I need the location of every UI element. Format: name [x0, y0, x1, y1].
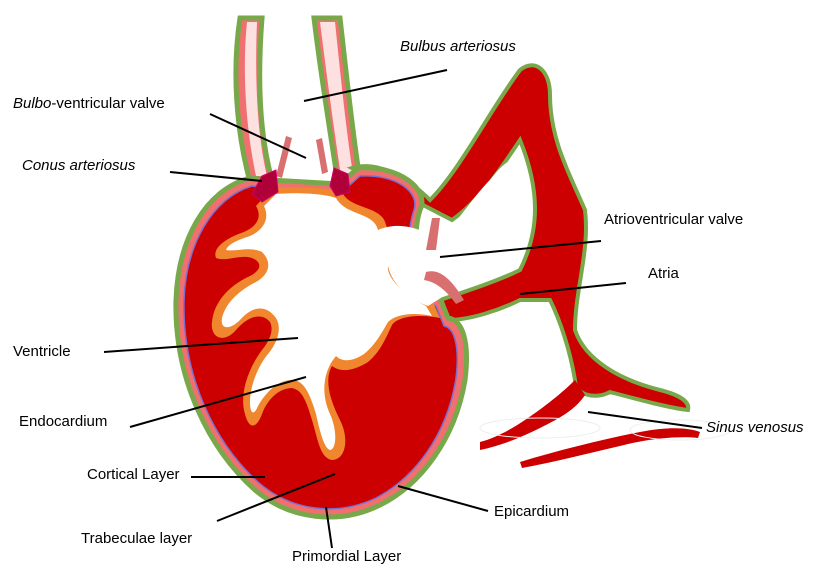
label-conus-arteriosus: Conus arteriosus: [22, 157, 135, 175]
label-bulbus-arteriosus: Bulbus arteriosus: [400, 38, 516, 56]
label-bulbo-ventricular-valve: Bulbo-ventricular valve: [13, 95, 165, 113]
bulbo-valve-left: [276, 136, 292, 178]
label-sinus-venosus: Sinus venosus: [706, 419, 804, 437]
leader-epicardium: [398, 486, 488, 511]
bulbo-valve-right: [316, 138, 328, 174]
label-bulbo-prefix: Bulbo: [13, 95, 51, 112]
label-endocardium: Endocardium: [19, 413, 107, 431]
label-ventricle: Ventricle: [13, 343, 71, 361]
label-trabeculae-layer: Trabeculae layer: [81, 530, 192, 548]
label-bulbo-suffix: -ventricular valve: [51, 95, 164, 112]
sinus-venosus-vessel-lower: [520, 428, 700, 468]
label-epicardium: Epicardium: [494, 503, 569, 521]
label-atria: Atria: [648, 265, 679, 283]
sinus-venosus-vessel: [480, 380, 585, 450]
label-primordial-layer: Primordial Layer: [292, 548, 401, 566]
label-atrioventricular-valve: Atrioventricular valve: [604, 211, 743, 229]
label-cortical-layer: Cortical Layer: [87, 466, 180, 484]
